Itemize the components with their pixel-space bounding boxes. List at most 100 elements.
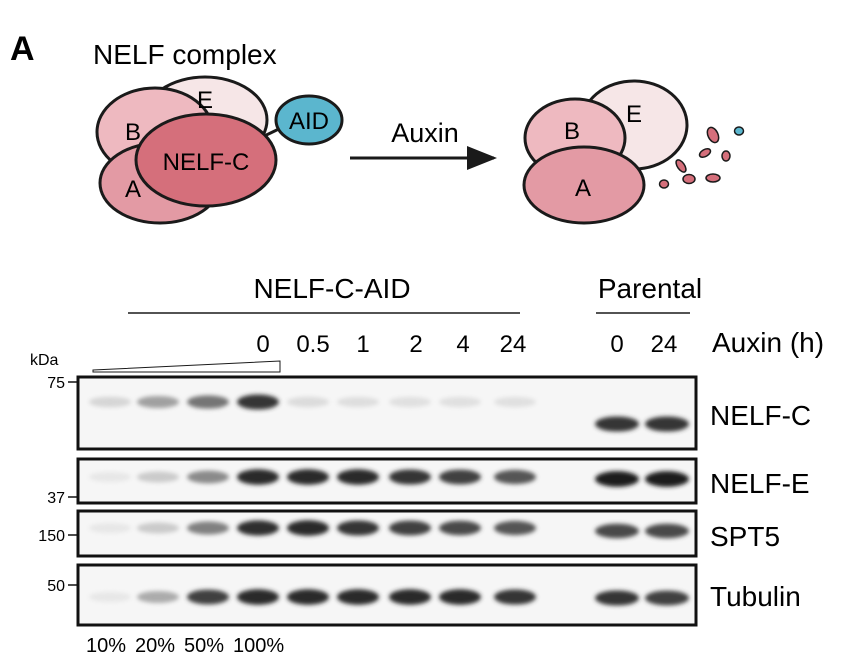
marker-label: 50 [47,578,65,595]
timepoint-label: 0 [610,331,623,358]
panel-label: A [10,30,35,68]
blot-band [337,469,379,485]
fragment [698,147,712,159]
timepoint-label: 24 [651,331,678,358]
blot-band [89,591,131,603]
blot-band [439,589,481,605]
blot-row: 37 NELF-E [47,457,810,507]
timepoint-label: 0 [256,331,269,358]
arrow-label: Auxin [391,118,459,148]
subunit-nelf-c-label: NELF-C [163,149,250,176]
blot-band [595,523,639,539]
blot-band [337,589,379,605]
blot-band [389,520,431,536]
after-subunit-e-label: E [626,101,642,128]
subunit-nelf-c-shape [134,112,278,208]
blot-band [287,520,329,536]
blot-band [494,520,536,536]
blot-band [494,589,536,605]
blot-band [89,471,131,483]
dilution-label: 10% [86,635,126,657]
group-label-parental: Parental [598,273,702,304]
blot-band [389,469,431,485]
blot-band [494,396,536,408]
blot-band [187,470,229,484]
fragment-aid [733,126,745,136]
dilution-wedge [92,360,281,373]
marker-label: 37 [47,490,65,507]
blot-band [337,520,379,536]
blot-band [287,469,329,485]
protein-label: SPT5 [710,521,780,552]
blot-band [645,416,689,432]
subunit-e-label: E [197,87,213,114]
blot-band [595,590,639,606]
protein-label: Tubulin [710,581,801,612]
blot-band [237,589,279,605]
blot-band [137,591,179,603]
blot-band [337,396,379,408]
blot-band [389,396,431,408]
subunit-b-label: B [125,119,141,146]
blot-band [595,416,639,432]
degradation-fragments [658,126,745,189]
timepoint-label: 2 [409,331,422,358]
aid-tag-label: AID [289,108,329,135]
dilution-label: 50% [184,635,224,657]
dilution-label: 20% [135,635,175,657]
blot-band [89,522,131,534]
fragment [675,159,687,173]
blot-band [645,590,689,606]
kda-label: kDa [30,352,59,369]
fragment [721,150,731,162]
degraded-complex: E B A [522,79,745,225]
timepoint-label: 1 [356,331,369,358]
after-subunit-a-label: A [575,175,591,202]
aid-tag-shape [274,94,344,146]
blot-band [439,520,481,536]
blot-band [645,471,689,487]
protein-label: NELF-E [710,468,810,499]
fragment [682,173,696,185]
blot-band [494,469,536,485]
blot-band [187,589,229,605]
blot-row: 50 Tubulin [47,563,801,627]
intact-complex: E B A NELF-C AID [95,75,344,225]
schematic-title: NELF complex [93,39,277,70]
timepoint-label: 24 [500,331,527,358]
blot-band [137,471,179,483]
blot-band [645,523,689,539]
after-subunit-a-shape [522,145,646,225]
blot-band [237,469,279,485]
fragment [658,179,670,189]
marker-label: 150 [38,528,65,545]
fragment [706,126,720,144]
blot-frame [76,563,698,627]
blot-band [595,471,639,487]
blot-band [287,396,329,408]
blot-band [187,395,229,409]
blot-band [439,396,481,408]
blot-row: 150 SPT5 [38,509,780,558]
after-subunit-b-label: B [564,118,580,145]
blot-band [237,394,279,410]
group-label-aid: NELF-C-AID [253,273,410,304]
blot-band [137,522,179,534]
subunit-a-label: A [125,176,141,203]
condition-label: Auxin (h) [712,327,824,358]
fragment [705,173,721,183]
blot-frame [76,457,698,505]
timepoint-label: 4 [456,331,469,358]
blot-frame [76,509,698,558]
blot-band [187,521,229,535]
blot-band [237,520,279,536]
blot-band [287,589,329,605]
protein-label: NELF-C [710,400,811,431]
timepoint-label: 0.5 [296,331,329,358]
blot-band [137,395,179,409]
marker-label: 75 [47,375,65,392]
